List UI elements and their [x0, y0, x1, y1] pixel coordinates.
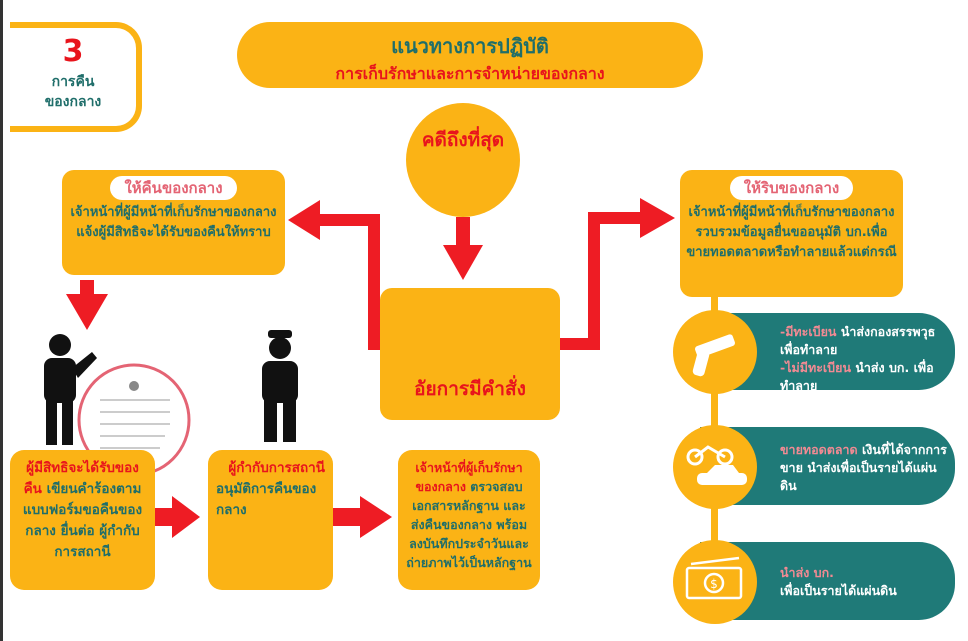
step-3-text: ตรวจสอบเอกสารหลักฐาน และส่งคืนของกลาง พร… — [406, 479, 532, 570]
prosecutor-order-box: อัยการมีคำสั่ง — [380, 288, 560, 420]
auction-label: ขายทอดตลาด — [780, 442, 858, 457]
step-3-box: เจ้าหน้าที่ผู้เก็บรักษาของกลาง ตรวจสอบเอ… — [398, 450, 540, 590]
section-label-2: ของกลาง — [44, 94, 102, 110]
page-title: แนวทางการปฏิบัติ การเก็บรักษาและการจำหน่… — [237, 22, 703, 88]
final-case-circle: คดีถึงที่สุด — [406, 103, 520, 217]
step-2-highlight: ผู้กำกับการสถานี — [228, 460, 325, 476]
seize-heading: ให้ริบของกลาง — [729, 176, 854, 200]
person-icon — [44, 334, 97, 445]
gun-icon — [673, 310, 757, 394]
title-line-2: การเก็บรักษาและการจำหน่ายของกลาง — [335, 64, 605, 83]
step-1-text: เขียนคำร้องตามแบบฟอร์มขอคืนของกลาง ยื่นต… — [22, 481, 143, 560]
vehicle-icon — [673, 425, 757, 509]
money-text: เพื่อเป็นรายได้แผ่นดิน — [780, 583, 897, 598]
prosecutor-label: อัยการมีคำสั่ง — [414, 378, 526, 400]
section-badge: 3 การคืน ของกลาง — [10, 22, 142, 132]
auction-text: เงินที่ได้จากการขาย นำส่งเพื่อเป็นรายได้… — [780, 442, 947, 493]
police-officer-icon — [262, 330, 298, 442]
seize-text: เจ้าหน้าที่ผู้มีหน้าที่เก็บรักษาของกลางร… — [686, 205, 897, 260]
section-label-1: การคืน — [51, 74, 95, 90]
seize-evidence-box: ให้ริบของกลาง เจ้าหน้าที่ผู้มีหน้าที่เก็… — [680, 170, 903, 297]
unregistered-text: นำส่ง บก. เพื่อทำลาย — [780, 360, 934, 393]
step-2-text: อนุมัติการคืนของกลาง — [216, 481, 317, 518]
return-heading: ให้คืนของกลาง — [110, 176, 237, 200]
step-3-highlight: เจ้าหน้าที่ผู้เก็บรักษาของกลาง — [415, 460, 523, 494]
left-border — [0, 0, 3, 641]
final-case-label: คดีถึงที่สุด — [421, 129, 505, 151]
form-document-icon — [77, 363, 191, 477]
money-label: นำส่ง บก. — [780, 565, 834, 580]
step-1-highlight: ผู้มีสิทธิจะได้รับของคืน — [23, 460, 139, 497]
registered-label: -มีทะเบียน — [780, 324, 837, 339]
svg-text:$: $ — [710, 577, 718, 591]
money-icon: $ — [673, 540, 757, 624]
timeline-item-auction: ขายทอดตลาด เงินที่ได้จากการขาย นำส่งเพื่… — [700, 427, 955, 505]
return-evidence-box: ให้คืนของกลาง เจ้าหน้าที่ผู้มีหน้าที่เก็… — [62, 170, 285, 275]
registered-text: นำส่งกองสรรพวุธ เพื่อทำลาย — [780, 324, 936, 357]
title-line-1: แนวทางการปฏิบัติ — [391, 34, 549, 58]
step-2-box: ผู้กำกับการสถานี อนุมัติการคืนของกลาง — [208, 450, 333, 590]
return-text: เจ้าหน้าที่ผู้มีหน้าที่เก็บรักษาของกลางแ… — [70, 205, 277, 240]
step-1-box: ผู้มีสิทธิจะได้รับของคืน เขียนคำร้องตามแ… — [10, 450, 155, 590]
unregistered-label: -ไม่มีทะเบียน — [780, 360, 851, 375]
section-number: 3 — [62, 34, 84, 69]
